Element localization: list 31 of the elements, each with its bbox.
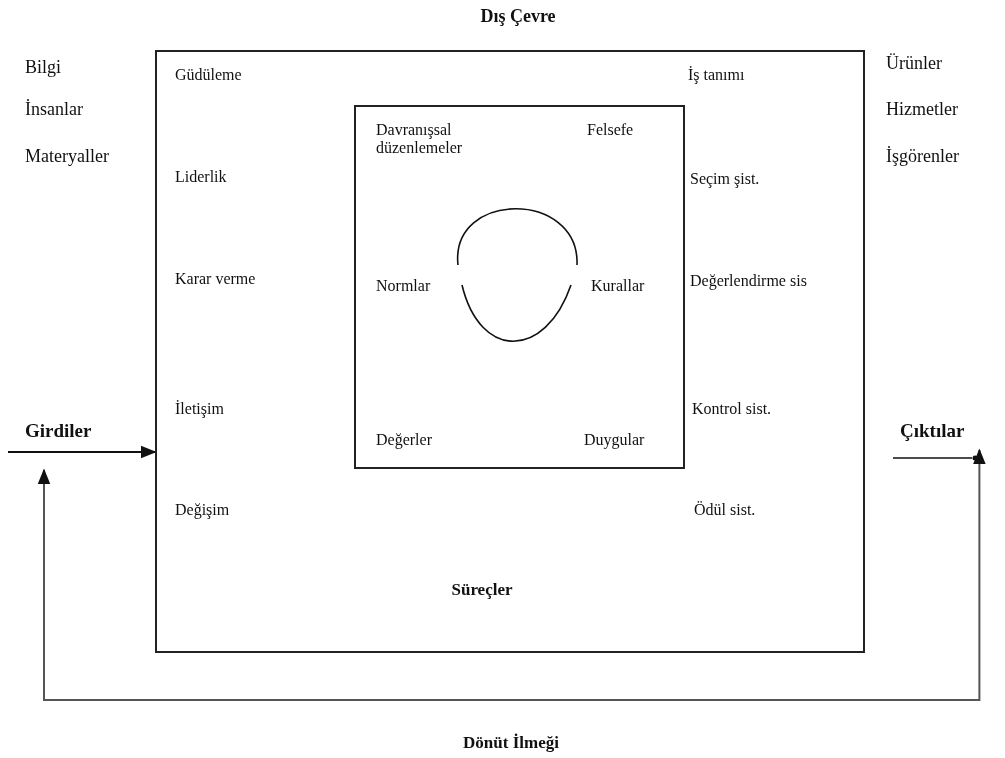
factor-label: Kontrol sist. (692, 400, 772, 418)
factor-label: Güdüleme (175, 66, 242, 84)
core-box (354, 105, 685, 469)
output-item: Ürünler (886, 54, 942, 72)
input-item: Bilgi (25, 58, 61, 76)
input-item: İnsanlar (25, 100, 83, 118)
output-item: İşgörenler (886, 147, 959, 165)
arrow (7, 445, 157, 459)
edge-label: Dönüt İlmeği (463, 733, 559, 753)
factor-label: Değerlendirme sis (690, 272, 807, 290)
factor-label: Felsefe (587, 121, 634, 139)
factor-label: Kurallar (591, 277, 645, 295)
factor-label: Karar verme (175, 270, 256, 288)
output-item: Hizmetler (886, 100, 958, 118)
factor-label: Ödül sist. (694, 501, 756, 519)
factor-label: Değişim (175, 501, 230, 519)
flow-label: Girdiler (25, 420, 92, 442)
feedback-arrow (37, 448, 986, 701)
diagram-title: Dış Çevre (479, 6, 557, 27)
factor-label: Duygular (584, 431, 645, 449)
factor-label: İletişim (175, 400, 224, 418)
input-item: Materyaller (25, 147, 109, 165)
factor-label: Seçim şist. (690, 170, 760, 188)
factor-label: İş tanımı (688, 66, 745, 84)
factor-label: Liderlik (175, 168, 227, 186)
process-box (155, 50, 865, 653)
factor-label: Değerler (376, 431, 432, 449)
box-heading: Süreçler (451, 580, 513, 600)
factor-label: Normlar (376, 277, 431, 295)
factor-label: Davranışsal düzenlemeler (376, 121, 464, 157)
flow-label: Çıktılar (900, 420, 965, 442)
